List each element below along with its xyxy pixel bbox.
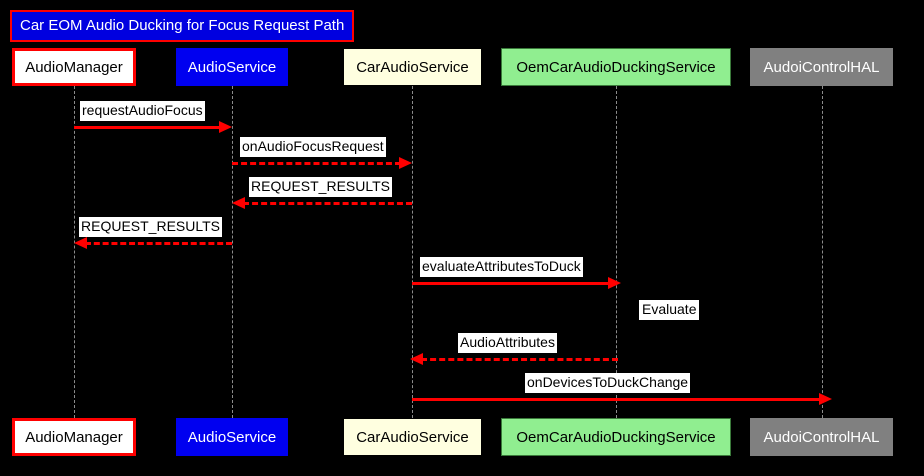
- message-label: REQUEST_RESULTS: [79, 217, 222, 237]
- arrowhead-icon: [219, 121, 232, 133]
- participant-caraudioservice-top[interactable]: CarAudioService: [343, 48, 482, 86]
- participant-oemcaraudioduckingservice-bot[interactable]: OemCarAudioDuckingService: [501, 418, 731, 456]
- message-label: onDevicesToDuckChange: [525, 373, 691, 393]
- arrowhead-icon: [232, 197, 245, 209]
- participant-caraudioservice-bot[interactable]: CarAudioService: [343, 418, 482, 456]
- participant-label: OemCarAudioDuckingService: [516, 428, 716, 446]
- arrowhead-icon: [819, 393, 832, 405]
- message-line: [74, 126, 221, 129]
- note-n1: Evaluate: [639, 300, 700, 320]
- participant-oemcaraudioduckingservice-top[interactable]: OemCarAudioDuckingService: [501, 48, 731, 86]
- participant-label: AudioService: [187, 428, 277, 446]
- arrowhead-icon: [608, 277, 621, 289]
- participant-label: CarAudioService: [356, 428, 469, 446]
- arrowhead-icon: [399, 157, 412, 169]
- participant-audioservice-top[interactable]: AudioService: [176, 48, 288, 86]
- message-label: REQUEST_RESULTS: [249, 177, 392, 197]
- message-line: [412, 282, 610, 285]
- participant-audioservice-bot[interactable]: AudioService: [176, 418, 288, 456]
- arrowhead-icon: [410, 353, 423, 365]
- lifeline-audioservice: [232, 86, 234, 418]
- message-line: [412, 398, 821, 401]
- message-label: requestAudioFocus: [80, 101, 205, 121]
- participant-label: AudioService: [187, 58, 277, 76]
- lifeline-audoicontrolhal: [822, 86, 824, 418]
- participant-label: OemCarAudioDuckingService: [516, 58, 716, 76]
- participant-label: AudioManager: [25, 58, 123, 76]
- participant-label: CarAudioService: [356, 58, 469, 76]
- arrowhead-icon: [74, 237, 87, 249]
- message-label: onAudioFocusRequest: [240, 137, 386, 157]
- lifeline-caraudioservice: [412, 86, 414, 418]
- participant-audoicontrolhal-bot[interactable]: AudoiControlHAL: [750, 418, 893, 456]
- participant-audiomanager-top[interactable]: AudioManager: [12, 48, 136, 86]
- lifeline-oemcaraudioduckingservice: [616, 86, 618, 418]
- participant-audiomanager-bot[interactable]: AudioManager: [12, 418, 136, 456]
- message-line: [85, 242, 232, 245]
- message-line: [421, 358, 618, 361]
- participant-label: AudoiControlHAL: [763, 428, 880, 446]
- participant-label: AudoiControlHAL: [763, 58, 880, 76]
- message-line: [232, 162, 401, 165]
- participant-label: AudioManager: [25, 428, 123, 446]
- message-line: [243, 202, 412, 205]
- message-label: AudioAttributes: [458, 333, 557, 353]
- message-label: evaluateAttributesToDuck: [420, 257, 583, 277]
- lifeline-audiomanager: [74, 86, 76, 418]
- participant-audoicontrolhal-top[interactable]: AudoiControlHAL: [750, 48, 893, 86]
- diagram-title: Car EOM Audio Ducking for Focus Request …: [10, 10, 355, 42]
